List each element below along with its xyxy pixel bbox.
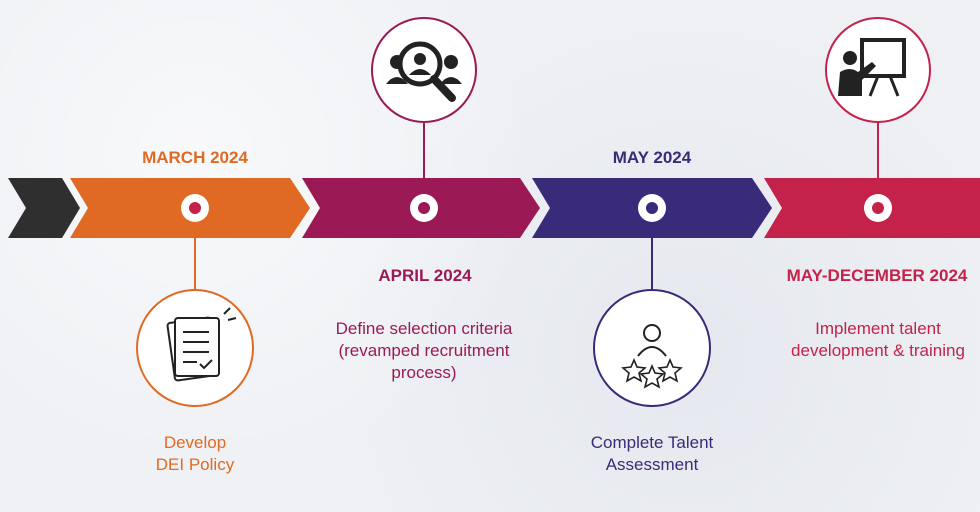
presentation-teacher-icon: [825, 17, 931, 123]
dot-march: [181, 194, 209, 222]
person-rating-icon: [593, 289, 711, 407]
milestone-description-march: Develop DEI Policy: [155, 433, 235, 474]
milestone-description-may: Complete Talent Assessment: [590, 433, 714, 474]
date-label-april: APRIL 2024: [378, 266, 472, 285]
people-search-icon: [371, 17, 477, 123]
dot-may: [638, 194, 666, 222]
milestone-description-maydec: Implement talent development & training: [791, 319, 965, 360]
timeline-start-chevron: [8, 178, 80, 238]
policy-document-icon: [136, 289, 254, 407]
date-label-maydec: MAY-DECEMBER 2024: [786, 266, 968, 285]
dot-maydec: [864, 194, 892, 222]
date-label-may: MAY 2024: [612, 148, 692, 167]
dot-april: [410, 194, 438, 222]
milestone-description-april: Define selection criteria (revamped recr…: [335, 319, 513, 382]
date-label-march: MARCH 2024: [142, 148, 248, 167]
